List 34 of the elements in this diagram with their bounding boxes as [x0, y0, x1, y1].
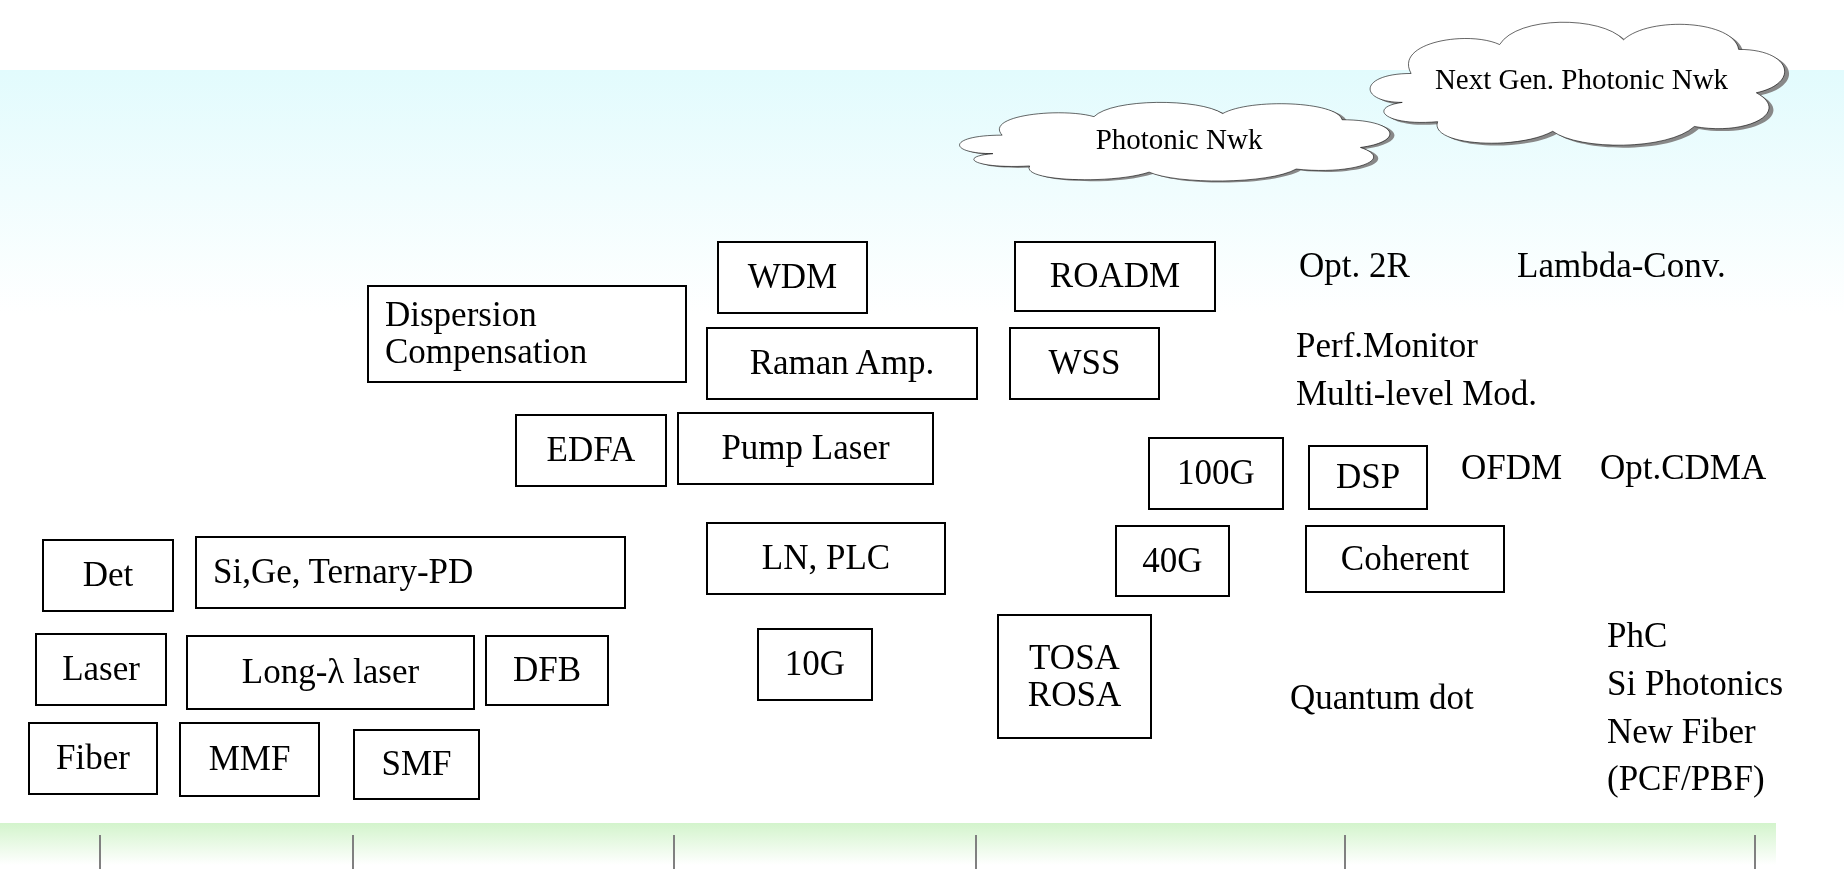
technology-label: Multi-level Mod.: [1296, 373, 1538, 415]
technology-box: Coherent: [1305, 525, 1505, 593]
technology-box: DSP: [1308, 445, 1428, 510]
technology-label: Opt. 2R: [1299, 245, 1410, 287]
technology-box: 100G: [1148, 437, 1284, 510]
technology-box: ROADM: [1014, 241, 1216, 312]
cloud-label: Photonic Nwk: [1095, 121, 1263, 157]
technology-box: DFB: [485, 635, 609, 706]
technology-box: Fiber: [28, 722, 158, 795]
technology-label: PhC: [1607, 615, 1668, 657]
technology-box: Long-λ laser: [186, 635, 475, 710]
technology-label: Perf.Monitor: [1296, 325, 1478, 367]
technology-box: WSS: [1009, 327, 1160, 400]
technology-label: Si Photonics: [1607, 663, 1783, 705]
technology-label: New Fiber (PCF/PBF): [1607, 711, 1766, 801]
technology-box: EDFA: [515, 414, 667, 487]
technology-box: TOSA ROSA: [997, 614, 1152, 739]
technology-label: Lambda-Conv.: [1517, 245, 1726, 287]
technology-label: OFDM: [1461, 447, 1563, 489]
technology-box: Dispersion Compensation: [367, 285, 687, 383]
technology-box: Raman Amp.: [706, 327, 978, 400]
technology-box: WDM: [717, 241, 868, 314]
technology-box: Pump Laser: [677, 412, 934, 485]
technology-label: Opt.CDMA: [1600, 447, 1767, 489]
technology-box: Laser: [35, 633, 167, 706]
technology-box: LN, PLC: [706, 522, 946, 595]
technology-box: SMF: [353, 729, 480, 800]
technology-box: Si,Ge, Ternary-PD: [195, 536, 626, 609]
technology-box: 40G: [1115, 525, 1230, 597]
technology-label: Quantum dot: [1290, 677, 1474, 719]
technology-box: 10G: [757, 628, 873, 701]
technology-box: MMF: [179, 722, 320, 797]
technology-box: Det: [42, 539, 174, 612]
cloud-label: Next Gen. Photonic Nwk: [1434, 62, 1729, 98]
